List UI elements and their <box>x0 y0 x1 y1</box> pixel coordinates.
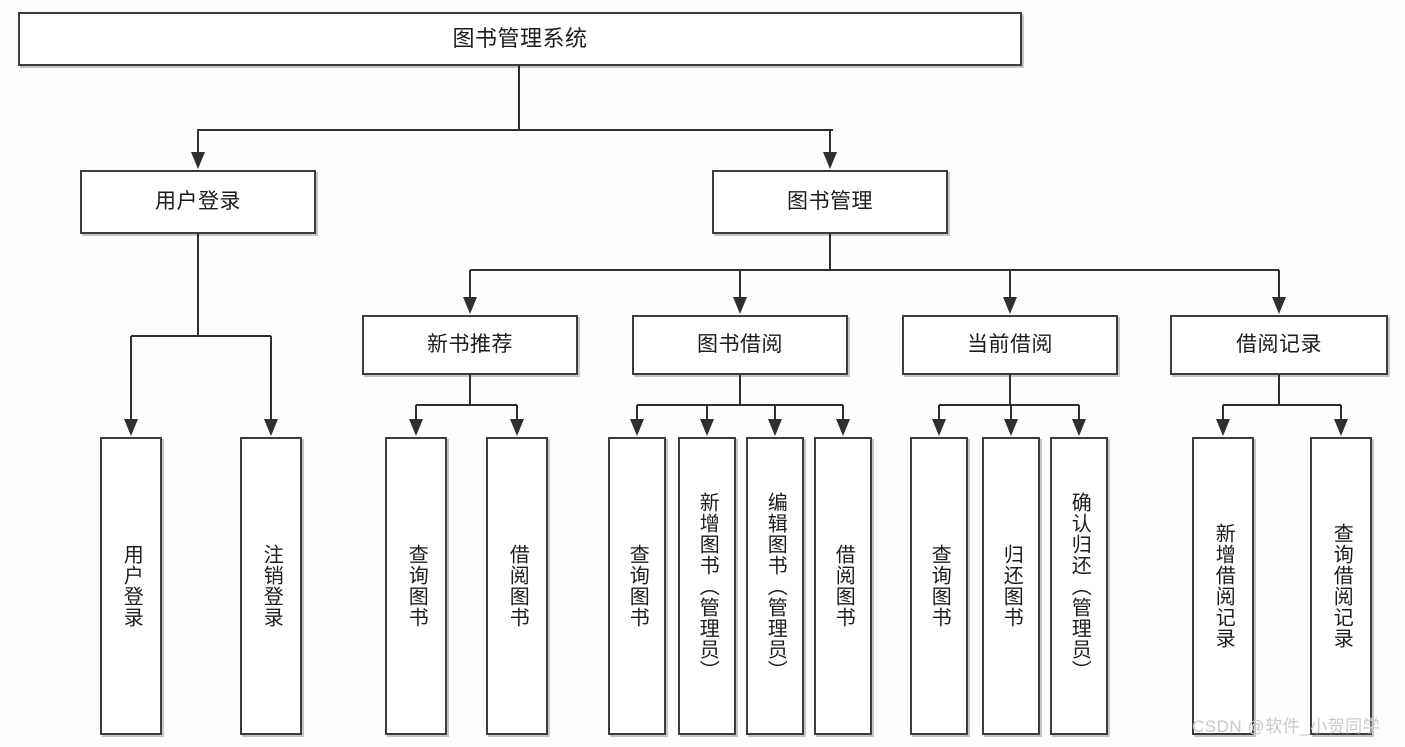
arrowhead-leaf-user-login <box>124 419 138 436</box>
leaf-label-leaf-logout-login: 注销登录 <box>260 544 283 628</box>
leaf-leaf-query-record: 查询借阅记录 <box>1310 437 1372 735</box>
node-book-manage: 图书管理 <box>712 170 948 234</box>
connector-drop-leaf-query-record <box>1340 405 1342 420</box>
arrowhead-new-book-recommend <box>463 297 477 314</box>
leaf-label-leaf-query-book-1: 查询图书 <box>405 544 428 628</box>
connector-drop-book-manage <box>829 130 831 153</box>
arrowhead-leaf-query-book-3 <box>932 419 946 436</box>
node-book-borrow: 图书借阅 <box>632 315 848 375</box>
leaf-label-leaf-add-record: 新增借阅记录 <box>1212 523 1235 649</box>
leaf-label-leaf-borrow-book-1: 借阅图书 <box>506 544 529 628</box>
root-node-label: 图书管理系统 <box>452 26 588 52</box>
leaf-leaf-query-book-2: 查询图书 <box>608 437 666 735</box>
connector-drop-user-login <box>197 130 199 153</box>
arrowhead-leaf-edit-book <box>768 419 782 436</box>
leaf-label-leaf-query-book-3: 查询图书 <box>928 544 951 628</box>
leaf-leaf-return-book: 归还图书 <box>982 437 1040 735</box>
node-new-book-recommend: 新书推荐 <box>362 315 578 375</box>
leaf-leaf-edit-book: 编辑图书（管理员） <box>746 437 804 735</box>
connector-stem-book-borrow <box>739 375 741 405</box>
arrowhead-leaf-borrow-book-2 <box>836 419 850 436</box>
node-label-current-borrow: 当前借阅 <box>967 332 1053 356</box>
arrowhead-book-borrow <box>733 297 747 314</box>
arrowhead-borrow-record <box>1272 297 1286 314</box>
connector-drop-new-book-recommend <box>469 270 471 298</box>
leaf-label-leaf-edit-book: 编辑图书（管理员） <box>764 491 787 681</box>
leaf-label-leaf-query-book-2: 查询图书 <box>626 544 649 628</box>
connector-drop-leaf-query-book-2 <box>636 405 638 420</box>
connector-drop-borrow-record <box>1278 270 1280 298</box>
leaf-leaf-query-book-1: 查询图书 <box>385 437 447 735</box>
leaf-leaf-add-record: 新增借阅记录 <box>1192 437 1254 735</box>
node-label-new-book-recommend: 新书推荐 <box>427 332 513 356</box>
root-node-system-title: 图书管理系统 <box>18 12 1022 66</box>
connector-bus-borrow-record <box>1223 404 1341 406</box>
connector-drop-book-borrow <box>739 270 741 298</box>
node-current-borrow: 当前借阅 <box>902 315 1118 375</box>
connector-drop-leaf-confirm-return <box>1078 405 1080 420</box>
connector-stem-current-borrow <box>1009 375 1011 405</box>
node-label-book-borrow: 图书借阅 <box>697 332 783 356</box>
connector-drop-leaf-user-login <box>130 336 132 420</box>
connector-user-login-bus <box>131 335 271 337</box>
connector-drop-leaf-borrow-book-1 <box>516 405 518 420</box>
connector-stem-new-book-recommend <box>469 375 471 405</box>
arrowhead-leaf-add-record <box>1216 419 1230 436</box>
leaf-label-leaf-add-book: 新增图书（管理员） <box>696 491 719 681</box>
leaf-leaf-user-login: 用户登录 <box>100 437 162 735</box>
arrowhead-leaf-return-book <box>1004 419 1018 436</box>
arrowhead-leaf-logout-login <box>264 419 278 436</box>
connector-book-manage-stem <box>829 234 831 270</box>
connector-user-login-stem <box>197 234 199 336</box>
connector-drop-leaf-add-record <box>1222 405 1224 420</box>
arrowhead-leaf-borrow-book-1 <box>510 419 524 436</box>
leaf-leaf-query-book-3: 查询图书 <box>910 437 968 735</box>
connector-bus-book-borrow <box>637 404 843 406</box>
leaf-label-leaf-borrow-book-2: 借阅图书 <box>832 544 855 628</box>
leaf-leaf-borrow-book-1: 借阅图书 <box>486 437 548 735</box>
arrowhead-leaf-query-book-2 <box>630 419 644 436</box>
leaf-label-leaf-query-record: 查询借阅记录 <box>1330 523 1353 649</box>
leaf-leaf-add-book: 新增图书（管理员） <box>678 437 736 735</box>
node-label-borrow-record: 借阅记录 <box>1236 332 1322 356</box>
connector-bus-current-borrow <box>939 404 1079 406</box>
connector-drop-current-borrow <box>1009 270 1011 298</box>
arrowhead-book-manage <box>823 152 837 169</box>
arrowhead-leaf-query-book-1 <box>409 419 423 436</box>
arrowhead-current-borrow <box>1003 297 1017 314</box>
node-label-book-manage: 图书管理 <box>787 189 873 213</box>
node-user-login: 用户登录 <box>80 170 316 234</box>
leaf-label-leaf-return-book: 归还图书 <box>1000 544 1023 628</box>
connector-root-bus <box>197 129 833 131</box>
leaf-leaf-borrow-book-2: 借阅图书 <box>814 437 872 735</box>
csdn-watermark: CSDN @软件_小贺同学 <box>1192 717 1381 736</box>
connector-bus-new-book-recommend <box>416 404 517 406</box>
arrowhead-leaf-query-record <box>1334 419 1348 436</box>
connector-drop-leaf-query-book-3 <box>938 405 940 420</box>
leaf-leaf-confirm-return: 确认归还（管理员） <box>1050 437 1108 735</box>
leaf-label-leaf-user-login: 用户登录 <box>120 544 143 628</box>
connector-drop-leaf-add-book <box>706 405 708 420</box>
arrowhead-leaf-confirm-return <box>1072 419 1086 436</box>
connector-book-manage-bus <box>470 269 1279 271</box>
arrowhead-user-login <box>191 152 205 169</box>
connector-drop-leaf-return-book <box>1010 405 1012 420</box>
connector-drop-leaf-logout-login <box>270 336 272 420</box>
node-borrow-record: 借阅记录 <box>1170 315 1388 375</box>
connector-stem-borrow-record <box>1278 375 1280 405</box>
node-label-user-login: 用户登录 <box>155 189 241 213</box>
leaf-label-leaf-confirm-return: 确认归还（管理员） <box>1068 491 1091 681</box>
leaf-leaf-logout-login: 注销登录 <box>240 437 302 735</box>
connector-drop-leaf-query-book-1 <box>415 405 417 420</box>
connector-root-stem <box>518 66 520 130</box>
connector-drop-leaf-borrow-book-2 <box>842 405 844 420</box>
connector-drop-leaf-edit-book <box>774 405 776 420</box>
arrowhead-leaf-add-book <box>700 419 714 436</box>
